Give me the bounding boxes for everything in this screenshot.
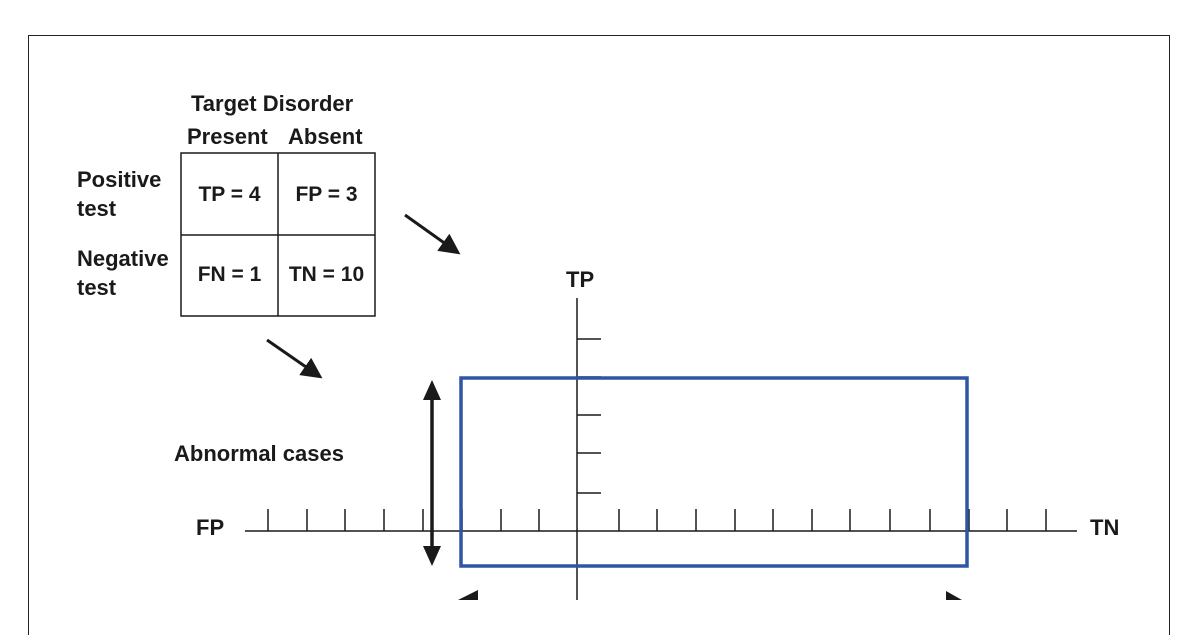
figure-frame [28, 35, 1170, 635]
cell-false-positive: FP = 3 [295, 183, 358, 206]
cell-false-negative: FN = 1 [197, 263, 262, 286]
row-negative-label-line1: Negative [77, 246, 169, 271]
arrow-to-tp-axis [404, 213, 461, 255]
row-positive-label-line1: Positive [77, 167, 162, 192]
row-negative-label-line2: test [77, 275, 117, 300]
y-axis-tp-label: TP [566, 267, 595, 292]
table-header-title: Target Disorder [191, 91, 354, 116]
bottom-left-arrowhead [458, 590, 478, 600]
contingency-table-grid [180, 152, 376, 317]
cell-true-negative: TN = 10 [288, 263, 365, 286]
bottom-right-arrowhead [946, 591, 962, 600]
row-positive-label-line2: test [77, 196, 117, 221]
blue-highlight-box [459, 376, 969, 568]
x-axis-fp-label: FP [196, 515, 225, 540]
y-axis-ticks [577, 338, 601, 494]
x-axis-ticks [267, 509, 1047, 531]
abnormal-cases-label: Abnormal cases [174, 441, 344, 466]
arrow-to-abnormal-cases [266, 338, 323, 379]
cell-true-positive: TP = 4 [198, 183, 261, 206]
column-present-label: Present [187, 124, 268, 149]
x-axis-tn-label: TN [1090, 515, 1120, 540]
diagram-canvas [180, 152, 1077, 600]
abnormal-cases-double-arrow [423, 380, 441, 566]
column-absent-label: Absent [288, 124, 363, 149]
